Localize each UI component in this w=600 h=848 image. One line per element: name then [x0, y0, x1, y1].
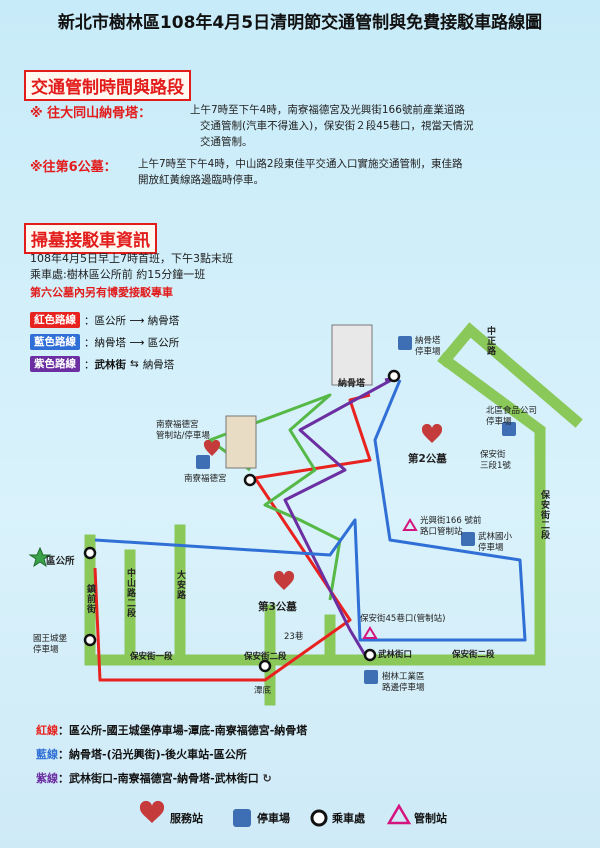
footer-parking-icon: [233, 809, 251, 827]
road-network: [84, 322, 583, 706]
route-desc-blue: 藍線：納骨塔-(沿光興街)-後火車站-區公所: [36, 748, 247, 761]
label-tower: 納骨塔: [338, 379, 366, 389]
shuttle-boarding: 乘車處:樹林區公所前 約15分鐘一班: [30, 268, 206, 281]
traffic-item2-line1: 上午7時至下午4時，中山路2段東佳平交通入口實施交通管制，東佳路: [138, 158, 463, 170]
legend-red-badge: 紅色路線: [30, 312, 80, 328]
control-stations: [362, 518, 418, 825]
label-industrial: 樹林工業區路邊停車場: [382, 672, 425, 693]
shuttle-special-note: 第六公墓內另有博愛接駁專車: [30, 286, 173, 299]
label-baoan-1: 保安街一段: [130, 652, 173, 662]
legend-blue: 藍色路線 ：納骨塔 ⟶ 區公所: [30, 334, 179, 350]
legend-blue-text: ：納骨塔 ⟶ 區公所: [84, 336, 180, 349]
temple-photo: [225, 415, 257, 469]
label-cemetery3: 第3公墓: [258, 601, 297, 613]
legend-purple-badge: 紫色路線: [30, 356, 80, 372]
label-daan-rd: 大安路: [175, 570, 185, 600]
footer-service: 服務站: [170, 812, 203, 825]
label-beiqu-parking: 北區食品公司停車場: [486, 406, 538, 427]
heart-icon: [273, 570, 295, 590]
parking-icons: [196, 336, 516, 827]
label-baoan-2b: 保安街二段: [452, 650, 495, 660]
label-cemetery2: 第2公墓: [408, 453, 447, 465]
parking-icon: [196, 455, 210, 469]
footer-control-icon: [386, 803, 412, 825]
tower-photo: [331, 324, 373, 386]
route-desc-purple: 紫線：武林街口-南寮福德宮-納骨塔-武林街口 ↻: [36, 772, 272, 785]
legend-purple-sep: ：: [84, 358, 95, 371]
traffic-item1-line1: 上午7時至下午4時，南寮福德宮及光興街166號前產業道路: [190, 104, 465, 116]
footer-heart-icon: [139, 800, 165, 823]
parking-icon: [502, 422, 516, 436]
parking-icon: [364, 670, 378, 684]
label-zhongshan-rd: 中山路二段: [125, 568, 135, 618]
stops: [83, 369, 401, 827]
red-route-line: [93, 393, 372, 682]
footer-stop: 乘車處: [332, 812, 365, 825]
legend-purple: 紫色路線 ： 武林街 ⇆ 納骨塔: [30, 356, 174, 372]
label-nanliao-station: 南寮福德宮管制站/停車場: [156, 420, 210, 441]
road-zhongzheng: [437, 322, 583, 428]
road-east: [437, 352, 546, 666]
footer-control: 管制站: [414, 812, 447, 825]
label-baoan-2-vert: 保安街二段: [539, 490, 549, 540]
label-nanliao-temple: 南寮福德宮: [184, 474, 227, 484]
traffic-item1-mark: ※ 往大同山納骨塔：: [30, 106, 152, 121]
control-triangle-icon: [362, 626, 378, 639]
label-baoan-45: 保安街45巷口(管制站): [360, 614, 446, 624]
traffic-item1-line3: 交通管制。: [200, 136, 253, 148]
legend-purple-to: 納骨塔: [142, 358, 175, 371]
legend-purple-arrow: ⇆: [130, 358, 139, 370]
legend-red: 紅色路線 ：區公所 ⟶ 納骨塔: [30, 312, 179, 328]
label-baoan-2a: 保安街二段: [244, 652, 287, 662]
stop-tower: [387, 369, 401, 383]
district-office-star-icon: [28, 546, 52, 568]
control-triangle-icon: [402, 518, 418, 531]
legend-purple-from: 武林街: [94, 358, 127, 371]
label-guangxing: 光興街166 號前路口管制站: [420, 516, 482, 537]
stop-guowang: [83, 633, 97, 647]
loop-icon: ↻: [262, 772, 272, 785]
footer-stop-icon: [310, 809, 328, 827]
route-desc-red: 紅線：區公所-國王城堡停車場-潭底-南寮福德宮-納骨塔: [36, 724, 308, 737]
label-zhongzheng-rd: 中正路: [485, 326, 495, 356]
stop-nanliao: [243, 473, 257, 487]
label-tower-parking: 納骨塔停車場: [415, 336, 441, 357]
legend-red-text: ：區公所 ⟶ 納骨塔: [84, 314, 180, 327]
shuttle-heading: 掃墓接駁車資訊: [24, 223, 157, 254]
label-wulin-mouth: 武林街口: [378, 650, 413, 660]
label-wulin-school: 武林國小停車場: [478, 532, 513, 553]
stop-tandi: [258, 659, 272, 673]
footer-parking: 停車場: [257, 812, 290, 825]
stop-district-office: [83, 546, 97, 560]
parking-icon: [461, 532, 475, 546]
blue-route-line: [94, 379, 527, 642]
cemetery-hearts: [139, 423, 443, 823]
label-lane23: 23巷: [284, 632, 304, 642]
traffic-control-heading: 交通管制時間與路段: [24, 70, 191, 101]
stop-wulin: [363, 648, 377, 662]
heart-icon: [421, 423, 443, 443]
parking-icon: [398, 336, 412, 350]
page-title: 新北市樹林區108年4月5日清明節交通管制與免費接駁車路線圖: [57, 13, 543, 33]
road-baoan: [84, 534, 546, 666]
label-tandi: 潭底: [254, 686, 272, 696]
traffic-item2-mark: ※往第6公墓：: [30, 160, 117, 175]
label-zhenqian-st: 鎮前街: [85, 584, 95, 614]
legend-blue-badge: 藍色路線: [30, 334, 80, 350]
heart-icon: [203, 439, 221, 456]
traffic-item1-line2: 交通管制(汽車不得進入)，保安街２段45巷口，視當天情況: [200, 120, 474, 132]
label-baoan-3: 保安街三段1號: [480, 450, 511, 471]
shuttle-schedule: 108年4月5日早上7時首班，下午3點末班: [30, 252, 233, 265]
label-district-office: 區公所: [46, 556, 75, 567]
traffic-item2-line2: 開放紅黃線路邊臨時停車。: [138, 174, 264, 186]
label-guowang: 國王城堡停車場: [33, 634, 68, 655]
